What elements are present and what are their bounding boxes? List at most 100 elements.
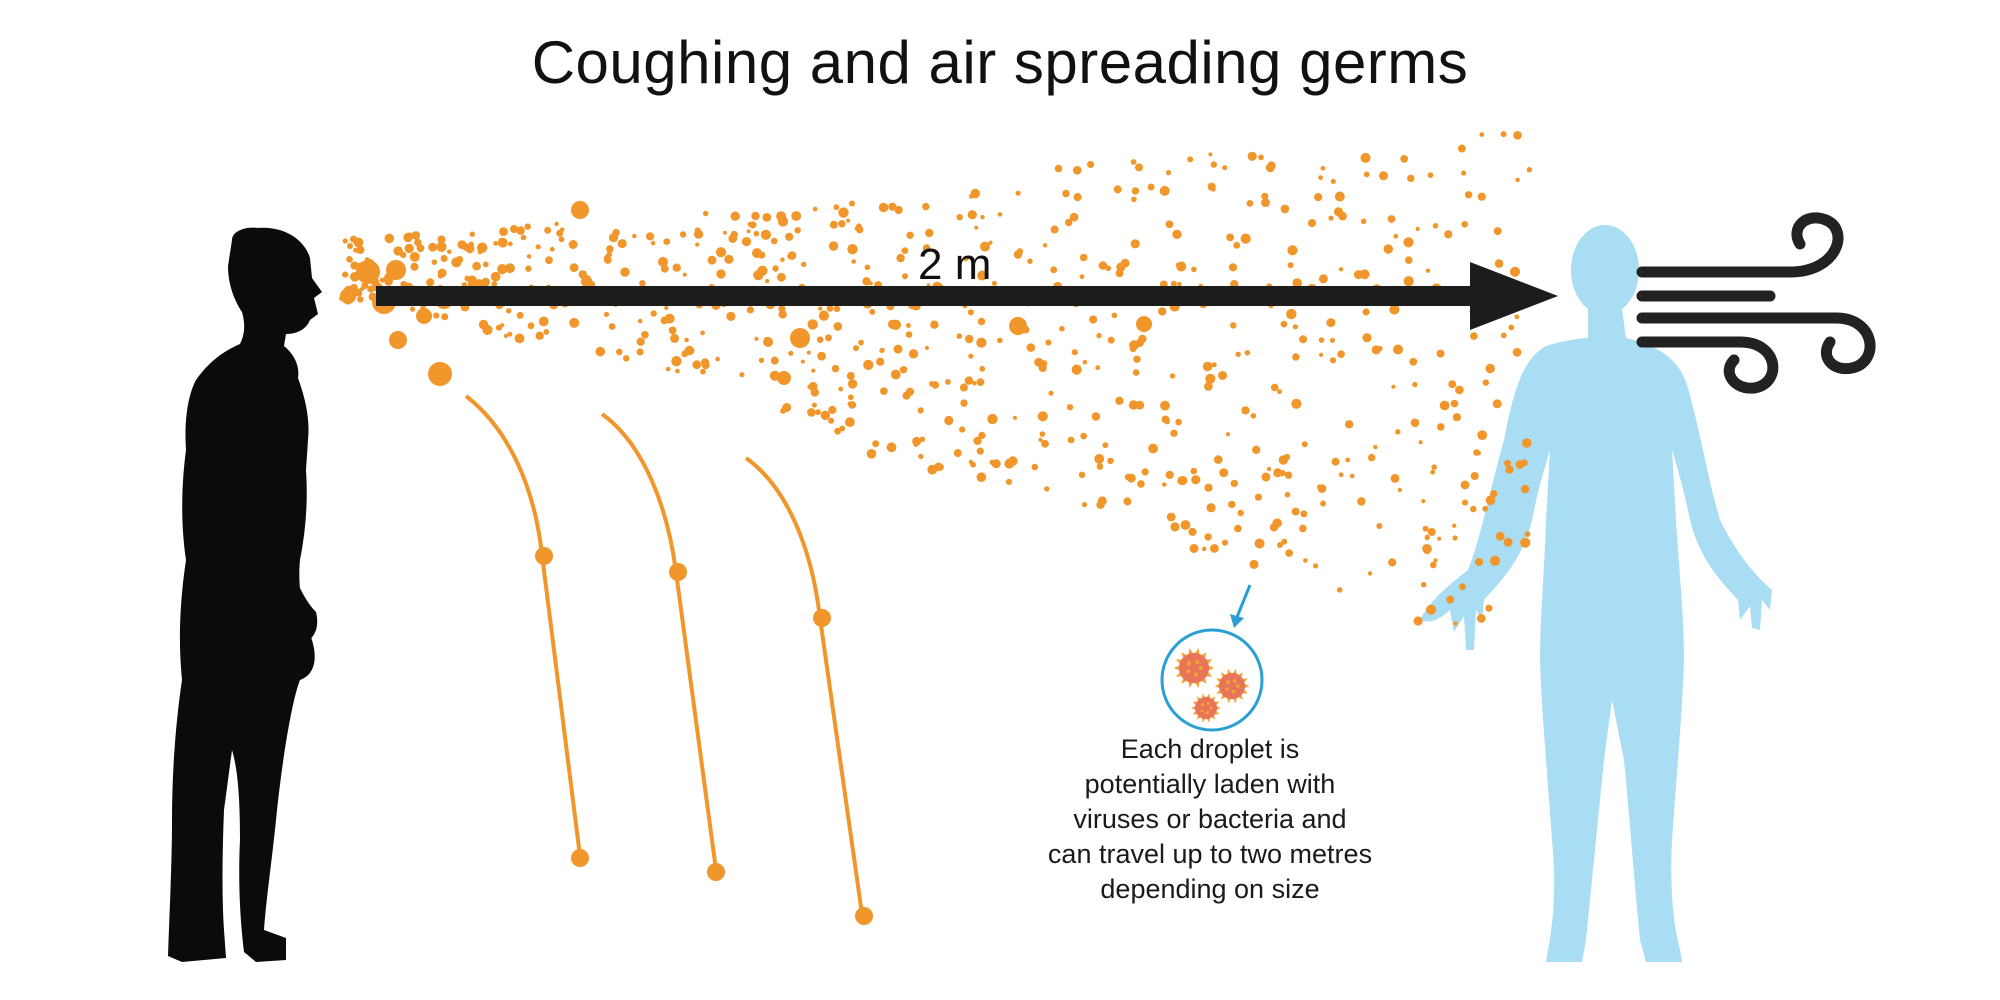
droplet (384, 233, 395, 244)
droplet (526, 254, 532, 259)
droplet (1284, 453, 1291, 461)
droplet (780, 408, 786, 414)
droplet (811, 368, 816, 373)
droplet (1233, 241, 1241, 249)
droplet (770, 237, 778, 245)
droplet (879, 347, 885, 354)
droplet (1105, 265, 1112, 272)
droplet (650, 310, 657, 317)
droplet (1210, 544, 1219, 553)
droplet (1132, 369, 1140, 376)
droplet (361, 282, 369, 290)
droplet (1089, 315, 1098, 324)
droplet (346, 255, 353, 263)
droplet (972, 381, 977, 386)
droplet (520, 234, 527, 241)
droplet (1482, 379, 1490, 386)
droplet (1124, 473, 1132, 481)
droplet (1042, 243, 1048, 248)
droplet (1188, 527, 1197, 537)
droplet (715, 356, 720, 362)
droplet (1115, 396, 1124, 405)
droplet (1388, 558, 1397, 567)
droplet (1485, 363, 1495, 374)
droplet (1452, 535, 1458, 541)
droplet (1395, 429, 1401, 435)
droplet (1141, 468, 1149, 476)
droplet (506, 308, 512, 314)
droplet (890, 369, 901, 380)
droplet (876, 357, 885, 366)
droplet (554, 221, 559, 227)
droplet (818, 306, 823, 311)
droplet (780, 257, 785, 263)
droplet (1461, 499, 1469, 506)
caption-line: depending on size (1100, 874, 1320, 904)
droplet (849, 200, 855, 207)
droplet (1249, 559, 1259, 569)
droplet (893, 344, 903, 354)
droplet (1280, 204, 1290, 214)
droplet (1165, 220, 1174, 229)
droplet (1427, 528, 1436, 536)
droplet (1520, 537, 1531, 548)
droplet (922, 244, 931, 252)
droplet (967, 309, 975, 316)
droplet (1430, 469, 1436, 475)
falling-trajectory (744, 456, 864, 915)
droplet (868, 281, 873, 286)
droplet (1096, 500, 1105, 509)
droplet (851, 259, 856, 264)
droplet (1277, 389, 1282, 395)
droplet (620, 239, 627, 246)
droplet (1503, 537, 1513, 547)
droplet (1412, 381, 1418, 388)
droplet (1431, 464, 1437, 471)
droplet (1044, 486, 1050, 492)
droplet (636, 348, 644, 356)
droplet (431, 259, 438, 265)
droplet (1066, 404, 1074, 411)
droplet (1328, 215, 1334, 221)
droplet (856, 223, 862, 230)
droplet (801, 261, 807, 268)
droplet (514, 333, 525, 344)
droplet (863, 359, 874, 370)
droplet (1005, 478, 1013, 485)
droplet (1172, 229, 1182, 239)
droplet (1292, 353, 1300, 361)
droplet (722, 230, 727, 235)
droplet (1329, 357, 1337, 364)
droplet (978, 431, 986, 439)
droplet (1455, 385, 1464, 395)
droplet (1201, 546, 1207, 552)
droplet (1254, 538, 1265, 549)
droplet (833, 305, 841, 313)
droplet (482, 261, 489, 268)
droplet (1504, 459, 1511, 467)
droplet (1261, 192, 1269, 200)
droplet (918, 453, 924, 460)
droplet (664, 313, 675, 324)
droplet (811, 402, 817, 408)
droplet (1162, 482, 1167, 487)
droplet (665, 366, 671, 372)
droplet (1138, 334, 1147, 344)
droplet (1222, 165, 1228, 171)
droplet (905, 387, 915, 396)
droplet (639, 280, 646, 287)
droplet (700, 330, 705, 336)
droplet (964, 376, 974, 385)
droplet (746, 306, 755, 314)
droplet (1226, 233, 1234, 242)
droplet (1338, 211, 1347, 221)
droplet (980, 215, 985, 220)
droplet (393, 246, 403, 256)
droplet (838, 207, 849, 218)
droplet (1437, 423, 1445, 431)
droplet (739, 372, 745, 378)
droplet (1158, 307, 1167, 316)
droplet (1235, 351, 1241, 357)
droplet (1425, 268, 1431, 273)
droplet (447, 249, 452, 254)
